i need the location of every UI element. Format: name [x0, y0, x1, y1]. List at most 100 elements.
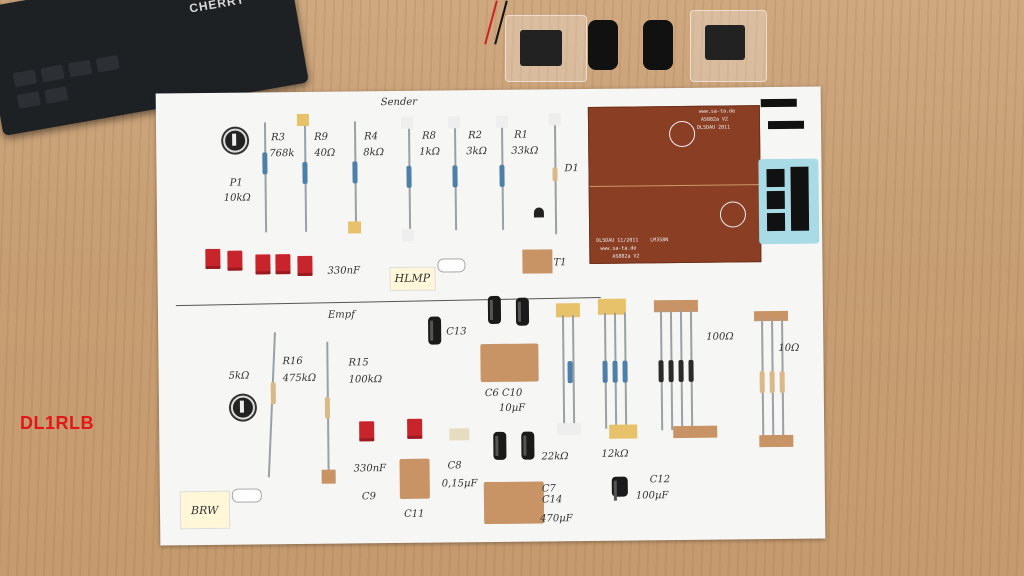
tape — [557, 423, 582, 436]
c6-c10-value: 10µF — [498, 402, 526, 414]
c13-label: C13 — [446, 326, 467, 338]
cardboard-holder — [399, 458, 430, 499]
ic-chip — [766, 190, 785, 210]
key — [16, 91, 41, 109]
film-capacitor — [297, 255, 313, 277]
p1-label: P1 — [229, 177, 243, 189]
tape — [348, 221, 362, 234]
pcb-circle — [719, 201, 747, 228]
film-capacitor — [227, 250, 243, 271]
resistor-r15 — [324, 396, 331, 419]
jack-socket — [520, 30, 562, 66]
ic-chip — [766, 212, 786, 232]
r2-label: R2 — [468, 130, 483, 142]
ic-socket — [790, 166, 810, 231]
pcb-bottom-model: AS882a V2 — [612, 253, 640, 260]
r-22k-label: 22kΩ — [541, 451, 569, 463]
key — [44, 86, 69, 104]
film-capacitor-c9 — [359, 421, 375, 442]
c6-c10-label: C6 C10 — [484, 387, 523, 400]
r15-label: R15 — [348, 357, 369, 369]
film-capacitor — [255, 254, 271, 275]
r16-value: 475kΩ — [282, 372, 317, 385]
callsign-overlay: DL1RLB — [20, 413, 94, 433]
note-hlmp: HLMP — [389, 266, 436, 292]
battery-clip — [643, 20, 673, 70]
c9-value: 330nF — [353, 463, 387, 475]
pin-header — [760, 98, 797, 108]
key — [12, 69, 38, 88]
pcb-board: www.sa-ta.de AS882a V2 DL5DAU 2011 DL5DA… — [587, 105, 762, 264]
resistor-12k — [612, 360, 618, 383]
film-capacitor — [275, 254, 291, 275]
jack-socket — [705, 25, 745, 60]
ic-foam — [758, 158, 820, 245]
tape — [609, 424, 638, 439]
resistor-r9 — [302, 161, 308, 184]
r2-value: 3kΩ — [466, 146, 488, 158]
led — [231, 488, 262, 503]
tape — [447, 116, 461, 129]
c8-value: 0,15µF — [441, 478, 478, 490]
pcb-divider — [589, 184, 760, 187]
key — [40, 64, 65, 83]
pcb-bottom-url: www.sa-ta.de — [600, 245, 637, 252]
tape — [321, 469, 336, 484]
resistor-r3 — [262, 152, 268, 175]
tape — [759, 434, 794, 448]
c12-value: 100µF — [635, 490, 669, 502]
resistor-10 — [759, 371, 765, 394]
pin-header — [767, 120, 805, 130]
tape — [597, 298, 626, 315]
trimmer-potentiometer — [223, 128, 248, 153]
r4-value: 8kΩ — [363, 147, 385, 159]
capacitor-c8 — [449, 428, 470, 441]
r8-value: 1kΩ — [419, 146, 441, 158]
diode-d1 — [552, 167, 558, 182]
resistor-100 — [688, 359, 694, 382]
pcb-title-top: AS882a V2 — [700, 116, 729, 123]
electrolytic-capacitor-c13 — [428, 316, 442, 345]
c8-label: C8 — [447, 460, 462, 472]
c9-label: C9 — [361, 491, 376, 503]
resistor-r1 — [499, 164, 505, 187]
electrolytic-capacitor-c7 — [493, 431, 507, 460]
pcb-circle — [668, 120, 696, 148]
c7-c14-label: C7 C14 — [541, 483, 563, 506]
resistor-r8 — [406, 165, 412, 188]
tape — [296, 113, 309, 127]
pcb-ic-label: LM358N — [650, 237, 669, 244]
tape — [673, 425, 718, 439]
r9-label: R9 — [314, 131, 329, 143]
r3-label: R3 — [271, 132, 286, 144]
tape — [402, 228, 415, 241]
pcb-url-top: www.sa-ta.de — [698, 108, 736, 115]
tape — [495, 115, 509, 128]
resistor-10 — [779, 370, 785, 393]
d1-label: D1 — [564, 163, 579, 175]
resistor-lead — [267, 332, 276, 478]
resistor-r4 — [352, 161, 358, 184]
resistor-r2 — [452, 165, 458, 188]
c11-label: C11 — [404, 508, 425, 520]
cardboard-holder — [483, 481, 545, 525]
key — [68, 59, 93, 78]
electrolytic-capacitor-c10 — [515, 297, 530, 326]
trimmer-potentiometer — [230, 395, 256, 420]
pcb-bottom-title: DL5DAU 11/2011 — [596, 237, 639, 244]
resistor-r16 — [270, 382, 276, 405]
r8-label: R8 — [422, 130, 437, 142]
r15-value: 100kΩ — [348, 374, 383, 386]
pcb-subtitle-top: DL5DAU 2011 — [697, 124, 731, 131]
note-brw: BRW — [179, 490, 231, 530]
key — [95, 54, 120, 73]
section-sender-label: Sender — [380, 96, 418, 109]
paper-sheet: Sender P1 10kΩ R3 768k R9 40Ω R4 8kΩ R8 … — [155, 86, 826, 546]
caps-330nf-label: 330nF — [327, 265, 361, 277]
r-10-label: 10Ω — [778, 342, 800, 354]
r16-label: R16 — [282, 355, 303, 368]
resistor-lead — [263, 122, 268, 233]
battery-clip — [588, 20, 618, 70]
section-divider — [175, 296, 601, 307]
p1-value: 10kΩ — [223, 192, 251, 204]
